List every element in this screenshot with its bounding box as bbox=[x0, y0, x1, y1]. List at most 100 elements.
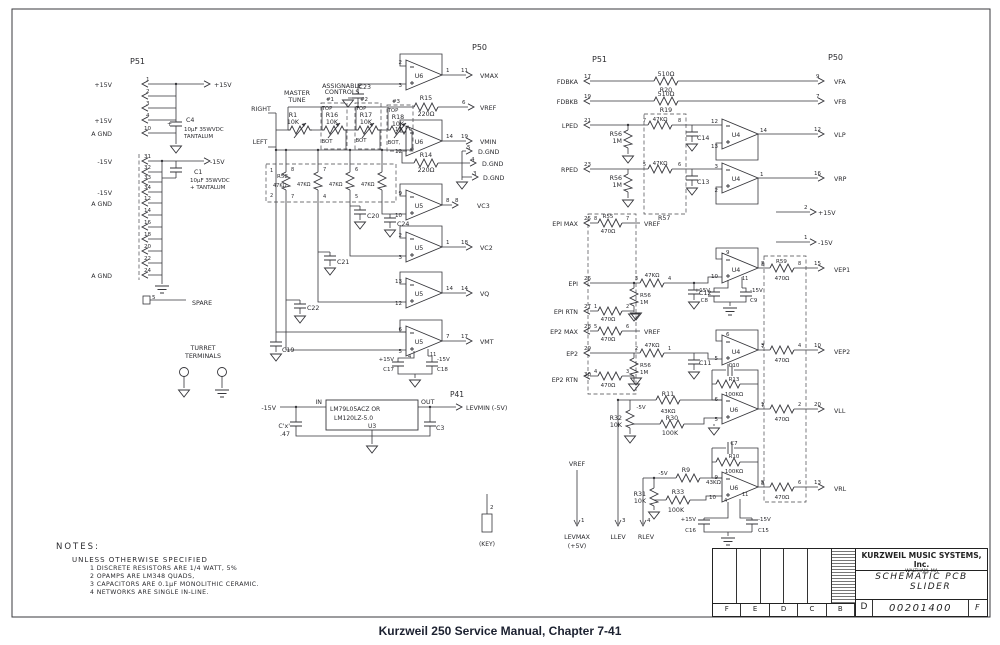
schematic-label: 5 bbox=[761, 480, 764, 486]
schematic-label: 43KΩ bbox=[661, 409, 676, 415]
note-item: 2 OPAMPS ARE LM348 QUADS, bbox=[90, 573, 195, 580]
schematic-label: 14 bbox=[760, 128, 767, 134]
drawing-number-box: D 00201400 F bbox=[856, 600, 987, 616]
schematic-label: TOP bbox=[321, 106, 333, 112]
schematic-label: RPED bbox=[561, 167, 578, 174]
schematic-label: 2 bbox=[399, 60, 403, 66]
schematic-label: 27 bbox=[584, 304, 591, 310]
schematic-label: R59 bbox=[776, 259, 787, 265]
schematic-label: 2 bbox=[626, 304, 629, 310]
schematic-label: 100KΩ bbox=[725, 392, 743, 398]
schematic-label: 18 bbox=[144, 232, 151, 238]
schematic-label: 10K bbox=[392, 121, 405, 128]
schematic-label: -5V bbox=[636, 405, 645, 411]
schematic-label: 9 bbox=[715, 475, 719, 481]
schematic-label: 4 bbox=[146, 113, 150, 119]
schematic-label: VMIN bbox=[480, 139, 497, 146]
schematic-label: R10 bbox=[729, 454, 740, 460]
schematic-label: U6 bbox=[415, 139, 424, 146]
schematic-label: 16 bbox=[814, 171, 821, 177]
resistor-symbol bbox=[623, 173, 633, 193]
schematic-label: +15V bbox=[94, 118, 112, 125]
schematic-label: 11 bbox=[742, 276, 748, 282]
schematic-label: R1 bbox=[289, 112, 297, 119]
earth-ground-symbol bbox=[720, 537, 736, 546]
schematic-label: 100K bbox=[662, 430, 679, 437]
schematic-label: LEVMAX bbox=[564, 534, 591, 541]
schematic-label: U5 bbox=[415, 291, 424, 298]
schematic-label: TUNE bbox=[287, 97, 305, 104]
revision-column bbox=[713, 549, 737, 603]
revision-column bbox=[808, 549, 833, 603]
schematic-label: 8 bbox=[678, 118, 681, 124]
ground-symbol bbox=[294, 315, 306, 324]
schematic-label: ASSIGNABLE bbox=[322, 83, 362, 90]
revision-letter-row: F E D C B bbox=[713, 603, 856, 616]
schematic-label: C3 bbox=[436, 425, 444, 432]
schematic-label: SPARE bbox=[192, 300, 212, 307]
schematic-label: 47KΩ bbox=[645, 343, 660, 349]
schematic-label: 6 bbox=[798, 480, 801, 486]
schematic-label: 7 bbox=[643, 118, 646, 124]
resistor-symbol bbox=[769, 404, 795, 414]
schematic-label: 6 bbox=[626, 324, 629, 330]
schematic-label: (+5V) bbox=[568, 543, 587, 550]
schematic-label: 1M bbox=[640, 370, 648, 376]
schematic-label: 24 bbox=[144, 268, 151, 274]
schematic-label: MASTER bbox=[284, 90, 311, 97]
schematic-label: 11 bbox=[742, 492, 748, 498]
schematic-label: VQ bbox=[480, 291, 489, 298]
schematic-label: C9 bbox=[750, 298, 758, 304]
resistor-symbol bbox=[413, 158, 439, 168]
opamp-symbol bbox=[721, 471, 759, 503]
rev-letter: F bbox=[713, 604, 742, 616]
revision-grid: F E D C B bbox=[713, 549, 856, 616]
schematic-label: P51 bbox=[130, 57, 145, 66]
schematic-label: 10K bbox=[610, 422, 623, 429]
schematic-label: 10 bbox=[709, 495, 716, 501]
ground-symbol bbox=[409, 379, 421, 388]
schematic-label: 4 bbox=[323, 194, 326, 200]
schematic-label: 13 bbox=[711, 144, 718, 150]
resistor-symbol bbox=[597, 218, 623, 228]
schematic-label: 100K bbox=[668, 507, 685, 514]
schematic-label: 5 bbox=[594, 324, 597, 330]
schematic-label: 22 bbox=[144, 256, 151, 262]
schematic-label: C8 bbox=[701, 298, 709, 304]
schematic-label: -15V bbox=[758, 517, 771, 523]
schematic-label: 10K bbox=[634, 498, 647, 505]
schematic-label: 470Ω bbox=[601, 229, 616, 235]
schematic-label: C'x' bbox=[278, 423, 290, 430]
resistor-symbol bbox=[769, 263, 795, 273]
schematic-label: 470Ω bbox=[601, 383, 616, 389]
schematic-label: EPI bbox=[568, 281, 578, 288]
schematic-label: FDBKA bbox=[557, 79, 579, 86]
schematic-label: VMT bbox=[480, 339, 494, 346]
schematic-label: 10K bbox=[287, 119, 300, 126]
capacitor-symbol bbox=[169, 167, 183, 173]
schematic-label: 17 bbox=[584, 74, 591, 80]
schematic-label: VC3 bbox=[477, 203, 490, 210]
schematic-label: +15V bbox=[681, 517, 697, 523]
schematic-label: VFB bbox=[834, 99, 846, 106]
schematic-label: 2 bbox=[270, 193, 273, 199]
schematic-label: R30 bbox=[666, 415, 678, 422]
schematic-label: 47KΩ bbox=[361, 182, 375, 188]
schematic-label: EP2 bbox=[566, 351, 578, 358]
schematic-label: 18 bbox=[461, 240, 468, 246]
schematic-label: 10 bbox=[144, 126, 151, 132]
schematic-label: 21 bbox=[584, 118, 591, 124]
schematic-label: 6 bbox=[355, 167, 358, 173]
resistor-symbol bbox=[649, 487, 659, 507]
schematic-label: 13 bbox=[814, 480, 821, 486]
resistor-symbol bbox=[769, 345, 795, 355]
schematic-label: 470Ω bbox=[601, 317, 616, 323]
schematic-label: U6 bbox=[415, 73, 424, 80]
schematic-label: VEP1 bbox=[834, 267, 850, 274]
ground-symbol bbox=[622, 155, 634, 164]
schematic-label: LLEV bbox=[610, 534, 626, 541]
schematic-label: + bbox=[167, 121, 172, 128]
schematic-label: 10 bbox=[395, 213, 402, 219]
schematic-label: CONTROLS bbox=[325, 89, 360, 96]
resistor-symbol bbox=[597, 326, 623, 336]
